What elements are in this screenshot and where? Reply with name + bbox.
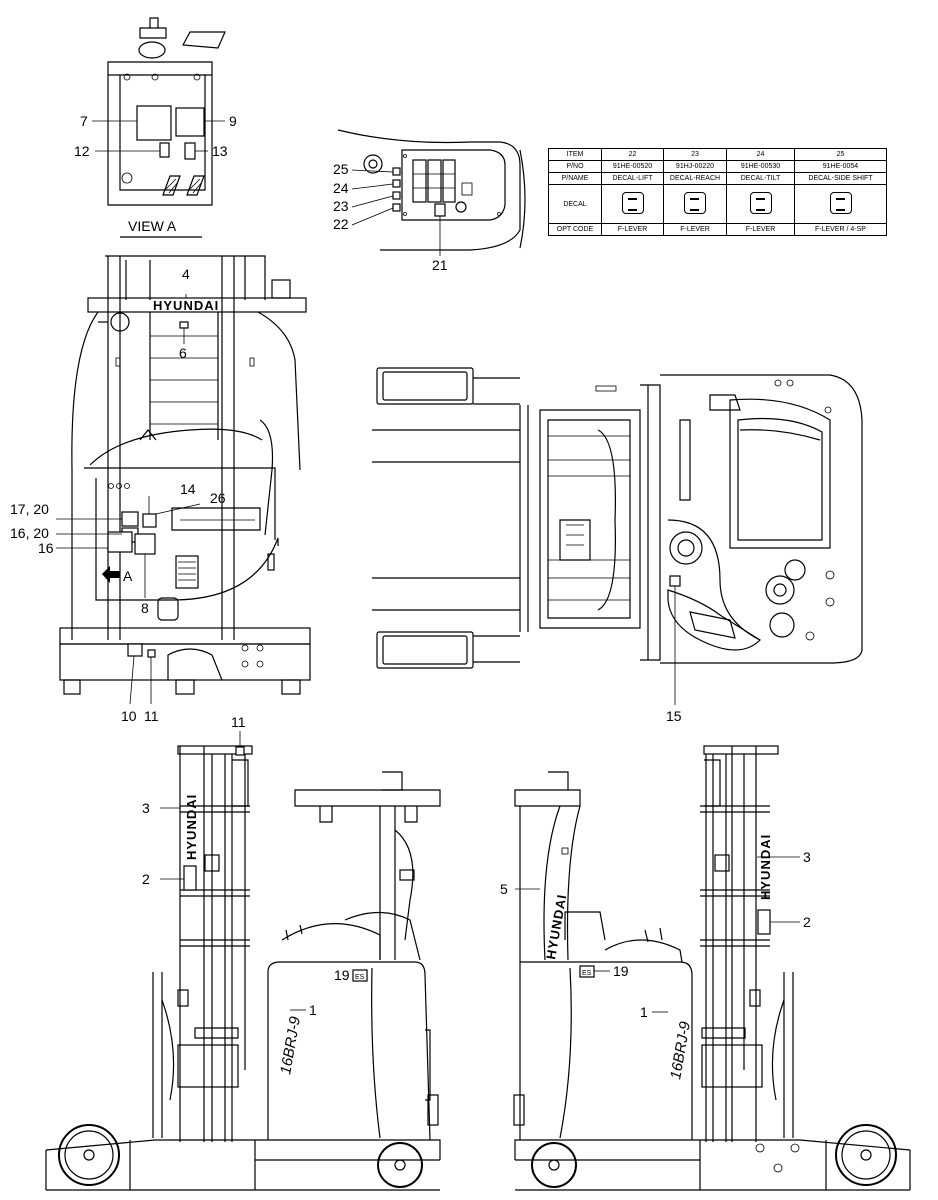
side-shift-decal-icon	[829, 192, 852, 214]
callout-10: 10	[121, 708, 137, 724]
table-cell-opt-23: F-LEVER	[663, 223, 727, 236]
table-cell-pno-24: 91HE-00530	[726, 160, 795, 173]
decal-11-box	[147, 649, 156, 658]
table-header-23: 23	[663, 148, 727, 161]
callout-26: 26	[210, 490, 226, 506]
es-badge-left-box	[352, 969, 368, 982]
lift-decal-icon	[621, 192, 644, 214]
decal-14-box	[142, 513, 157, 528]
callout-6: 6	[179, 345, 187, 361]
reach-decal-icon	[684, 192, 706, 214]
table-cell-opt-label: OPT CODE	[548, 223, 602, 236]
table-cell-pname-label: P/NAME	[548, 172, 602, 185]
decal-9-box	[175, 107, 205, 137]
table-header-24: 24	[726, 148, 795, 161]
table-cell-decal-label: DECAL	[548, 184, 602, 224]
decal-2-left-box	[183, 865, 197, 891]
callout-1-left: 1	[309, 1002, 317, 1018]
table-cell-pno-22: 91HE-00520	[601, 160, 664, 173]
decal-13-box	[184, 142, 196, 160]
callout-14: 14	[180, 481, 196, 497]
callout-11-rear: 11	[144, 708, 159, 724]
table-row: P/NO 91HE-00520 91HJ-00220 91HE-00530 91…	[548, 160, 887, 173]
decal-12-box	[159, 142, 170, 158]
tilt-decal-icon	[749, 192, 772, 214]
es-badge-right-box	[579, 965, 595, 978]
table-cell-pname-23: DECAL-REACH	[663, 172, 727, 185]
left-mast-hyundai-logo: HYUNDAI	[184, 794, 199, 860]
left-side-view	[45, 731, 441, 1191]
callout-19-left: 19	[334, 967, 350, 983]
view-a-arrow	[102, 566, 120, 583]
callout-16-20: 16, 20	[10, 525, 49, 541]
callout-2-left: 2	[142, 871, 150, 887]
view-a-panel	[92, 17, 226, 238]
decal-10-box	[127, 643, 143, 657]
callout-2-right: 2	[803, 914, 811, 930]
callout-4: 4	[182, 266, 190, 282]
callout-19-right: 19	[613, 963, 629, 979]
table-cell-pname-24: DECAL-TILT	[726, 172, 795, 185]
decal-17-box	[121, 511, 139, 527]
top-view	[372, 367, 863, 705]
table-header-22: 22	[601, 148, 664, 161]
decal-8-box	[134, 533, 156, 555]
callout-5: 5	[500, 881, 508, 897]
table-cell-pno-25: 91HE-0054	[794, 160, 887, 173]
callout-21: 21	[432, 257, 448, 273]
callout-3-right: 3	[803, 849, 811, 865]
table-header-25: 25	[794, 148, 887, 161]
right-model-badge: 16BRJ-9	[667, 1020, 694, 1081]
callout-12: 12	[74, 143, 90, 159]
callout-16: 16	[38, 540, 54, 556]
es-badge-right: ES	[582, 970, 592, 977]
table-row: ITEM 22 23 24 25	[548, 148, 887, 161]
view-a-label: VIEW A	[128, 218, 177, 234]
callout-7: 7	[80, 113, 88, 129]
callout-23: 23	[333, 198, 349, 214]
table-cell-opt-24: F-LEVER	[726, 223, 795, 236]
decal-11-side-box	[235, 746, 245, 756]
callout-17-20: 17, 20	[10, 501, 49, 517]
callout-8: 8	[141, 600, 149, 616]
right-mast-hyundai-logo: HYUNDAI	[758, 834, 773, 900]
callout-1-right: 1	[640, 1004, 648, 1020]
table-cell-opt-25: F-LEVER / 4-SP	[794, 223, 887, 236]
right-side-view	[513, 745, 911, 1191]
table-cell-pname-25: DECAL-SIDE SHIFT	[794, 172, 887, 185]
callout-11-side: 11	[231, 714, 246, 730]
table-row: DECAL	[548, 184, 887, 224]
arrow-a-label: A	[123, 568, 133, 584]
table-cell-pno-23: 91HJ-00220	[663, 160, 727, 173]
decal-spec-table: ITEM 22 23 24 25 P/NO 91HE-00520 91HJ-00…	[548, 148, 887, 236]
decal-15-box	[669, 575, 681, 587]
callout-24: 24	[333, 180, 349, 196]
table-cell-pname-22: DECAL-LIFT	[601, 172, 664, 185]
lever-detail	[337, 129, 526, 256]
table-cell-pno-label: P/NO	[548, 160, 602, 173]
decal-16-box	[107, 531, 133, 553]
callout-25: 25	[333, 161, 349, 177]
table-row: OPT CODE F-LEVER F-LEVER F-LEVER F-LEVER…	[548, 223, 887, 236]
decal-2-right-box	[757, 909, 771, 935]
es-badge-left: ES	[355, 974, 365, 981]
callout-3-left: 3	[142, 800, 150, 816]
table-cell-opt-22: F-LEVER	[601, 223, 664, 236]
rear-hyundai-logo: HYUNDAI	[153, 298, 219, 313]
table-row: P/NAME DECAL-LIFT DECAL-REACH DECAL-TILT…	[548, 172, 887, 185]
callout-9: 9	[229, 113, 237, 129]
callout-13: 13	[212, 143, 228, 159]
callout-22: 22	[333, 216, 349, 232]
callout-15: 15	[666, 708, 682, 724]
table-header-item: ITEM	[548, 148, 602, 161]
left-model-badge: 16BRJ-9	[277, 1015, 304, 1076]
rear-view	[56, 255, 311, 705]
decal-7-box	[136, 105, 172, 141]
